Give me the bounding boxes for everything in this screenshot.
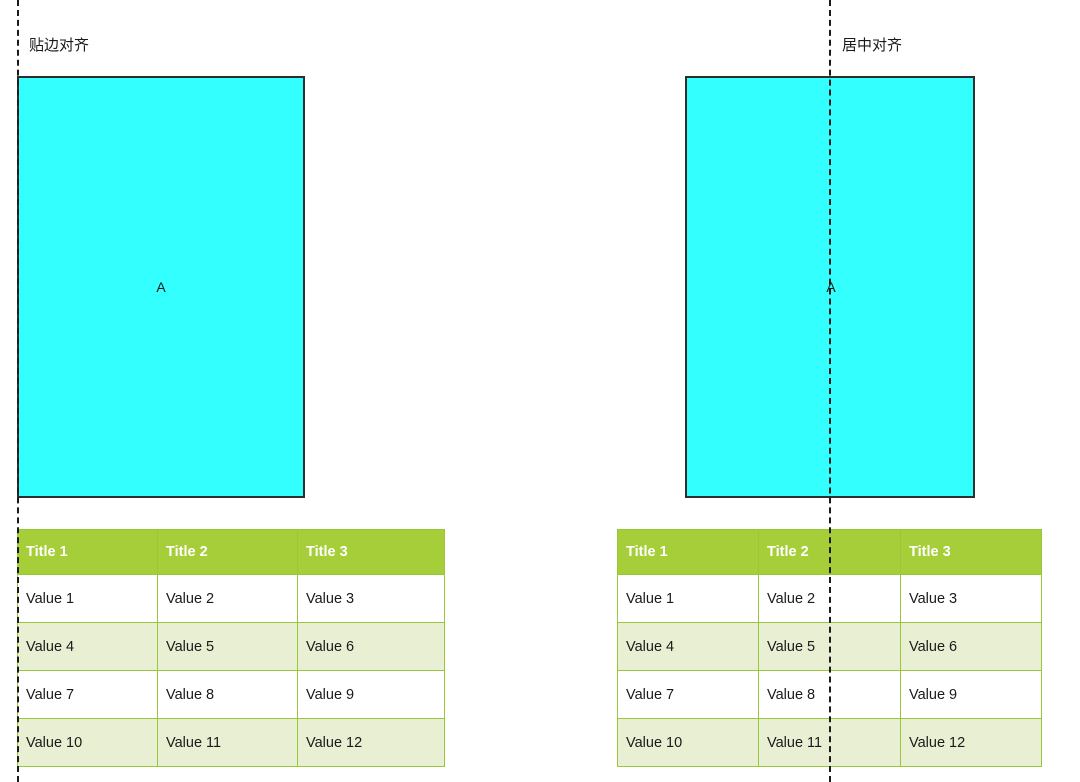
table-cell: Value 7 — [17, 670, 158, 719]
table-cell: Value 6 — [297, 622, 445, 671]
table-cell: Value 4 — [617, 622, 759, 671]
table-cell: Value 10 — [617, 718, 759, 767]
table-cell: Value 11 — [157, 718, 298, 767]
column-header-3: Title 3 — [297, 529, 445, 575]
table-row[interactable]: Value 10 Value 11 Value 12 — [617, 718, 1042, 767]
table-cell: Value 9 — [297, 670, 445, 719]
table-cell: Value 7 — [617, 670, 759, 719]
table-left[interactable]: Title 1 Title 2 Title 3 Value 1 Value 2 … — [17, 529, 445, 767]
column-header-1: Title 1 — [617, 529, 759, 575]
table-cell: Value 12 — [297, 718, 445, 767]
table-cell: Value 3 — [900, 574, 1042, 623]
shape-box-left-label: A — [156, 279, 166, 295]
table-cell: Value 9 — [900, 670, 1042, 719]
column-header-1: Title 1 — [17, 529, 158, 575]
table-cell: Value 3 — [297, 574, 445, 623]
table-cell: Value 10 — [17, 718, 158, 767]
shape-box-left[interactable]: A — [17, 76, 305, 498]
table-row[interactable]: Value 1 Value 2 Value 3 — [17, 574, 445, 623]
table-cell: Value 2 — [157, 574, 298, 623]
caption-edge-aligned: 贴边对齐 — [29, 37, 90, 54]
table-row[interactable]: Value 7 Value 8 Value 9 — [17, 670, 445, 719]
table-cell: Value 4 — [17, 622, 158, 671]
caption-center-aligned: 居中对齐 — [842, 37, 903, 54]
table-cell: Value 6 — [900, 622, 1042, 671]
table-header-row: Title 1 Title 2 Title 3 — [17, 529, 445, 575]
column-header-2: Title 2 — [157, 529, 298, 575]
table-row[interactable]: Value 10 Value 11 Value 12 — [17, 718, 445, 767]
table-cell: Value 12 — [900, 718, 1042, 767]
table-cell: Value 8 — [157, 670, 298, 719]
table-cell: Value 1 — [617, 574, 759, 623]
column-header-3: Title 3 — [900, 529, 1042, 575]
table-row[interactable]: Value 4 Value 5 Value 6 — [17, 622, 445, 671]
alignment-guide-right — [829, 0, 831, 782]
table-cell: Value 1 — [17, 574, 158, 623]
alignment-guide-left — [17, 0, 19, 782]
table-cell: Value 5 — [157, 622, 298, 671]
shape-box-right-label: A — [826, 279, 836, 295]
